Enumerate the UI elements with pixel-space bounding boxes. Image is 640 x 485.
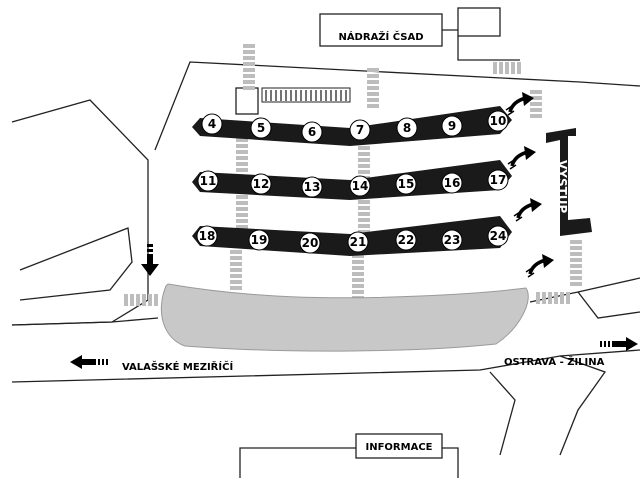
platform-shelters (235, 87, 351, 115)
bus-platforms: 4 5 6 7 8 9 10 11 12 13 14 15 16 17 18 19 20 21 22 23 24 (192, 106, 512, 256)
stand-5[interactable]: 5 (250, 117, 272, 139)
curved-arrow-icon (505, 92, 534, 116)
exit-bar: VÝSTUP (546, 128, 592, 236)
stand-number: 23 (444, 233, 461, 247)
crosswalks (124, 44, 582, 306)
platform-row: 4 5 6 7 8 9 10 (192, 106, 512, 146)
stand-number: 20 (302, 236, 319, 250)
stand-number: 24 (490, 229, 507, 243)
stand-14[interactable]: 14 (349, 175, 371, 197)
stand-15[interactable]: 15 (395, 173, 417, 195)
platform-row: 11 12 13 14 15 16 17 (192, 160, 512, 200)
stand-10[interactable]: 10 (487, 110, 509, 132)
stand-4[interactable]: 4 (201, 113, 223, 135)
stand-20[interactable]: 20 (299, 232, 321, 254)
exit-label: VÝSTUP (555, 160, 570, 214)
curved-arrow-icon (513, 198, 542, 222)
stand-18[interactable]: 18 (196, 225, 218, 247)
information-building: INFORMACE (239, 433, 459, 478)
west-direction-label: VALAŠSKÉ MEZIŘÍČÍ (122, 360, 233, 373)
stand-number: 10 (490, 114, 507, 128)
stand-number: 7 (356, 123, 364, 137)
stand-19[interactable]: 19 (248, 229, 270, 251)
stand-number: 12 (253, 177, 270, 191)
stand-number: 13 (304, 180, 321, 194)
info-label: INFORMACE (366, 442, 433, 453)
stand-number: 11 (200, 174, 217, 188)
east-direction-label: OSTRAVA - ŽILINA (504, 355, 605, 368)
stand-24[interactable]: 24 (487, 225, 509, 247)
stand-16[interactable]: 16 (441, 172, 463, 194)
stand-8[interactable]: 8 (396, 117, 418, 139)
bus-direction-arrows (505, 92, 554, 278)
stand-number: 19 (251, 233, 268, 247)
platform-bar (192, 106, 512, 146)
stand-number: 21 (350, 235, 367, 249)
west-arrow-icon (70, 355, 108, 369)
stand-number: 15 (398, 177, 415, 191)
curved-arrow-icon (507, 146, 536, 170)
stand-22[interactable]: 22 (395, 229, 417, 251)
station-building: NÁDRAŽÍ ČSAD (319, 7, 520, 61)
east-arrow-icon (600, 337, 638, 351)
stand-number: 4 (208, 117, 216, 131)
stand-23[interactable]: 23 (441, 229, 463, 251)
stand-17[interactable]: 17 (487, 169, 509, 191)
stand-number: 22 (398, 233, 415, 247)
stand-number: 18 (199, 229, 216, 243)
curved-arrow-icon (525, 254, 554, 278)
stand-12[interactable]: 12 (250, 173, 272, 195)
stand-number: 5 (257, 121, 265, 135)
exit-dot (550, 149, 556, 155)
stand-number: 16 (444, 176, 461, 190)
stand-9[interactable]: 9 (441, 115, 463, 137)
platform-row: 18 19 20 21 22 23 24 (192, 216, 512, 256)
parking-area (160, 283, 529, 352)
station-label: NÁDRAŽÍ ČSAD (338, 30, 423, 43)
stand-13[interactable]: 13 (301, 176, 323, 198)
stand-number: 14 (352, 179, 369, 193)
stand-7[interactable]: 7 (349, 119, 371, 141)
stand-number: 8 (403, 121, 411, 135)
down-arrow-icon (141, 244, 159, 276)
stand-21[interactable]: 21 (347, 231, 369, 253)
road-outlines (11, 61, 640, 456)
stand-11[interactable]: 11 (197, 170, 219, 192)
stand-number: 6 (308, 125, 316, 139)
stand-6[interactable]: 6 (301, 121, 323, 143)
stand-number: 17 (490, 173, 507, 187)
stand-number: 9 (448, 119, 456, 133)
